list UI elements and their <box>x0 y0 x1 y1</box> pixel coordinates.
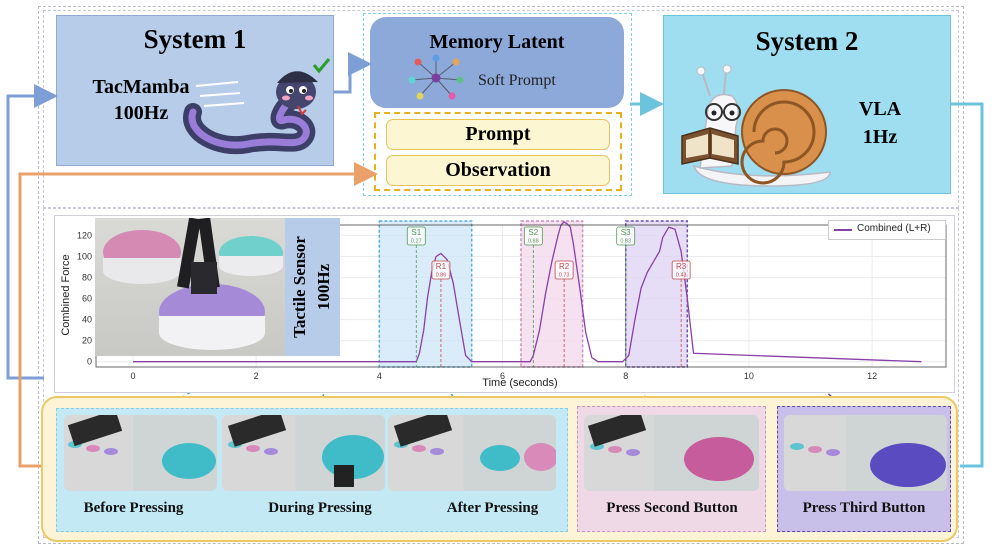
chart-xlabel: Time (seconds) <box>440 377 600 389</box>
frame-during-pressing <box>222 415 385 491</box>
frame-before-pressing <box>64 415 217 491</box>
y-tick-label: 120 <box>77 231 92 241</box>
x-tick-label: 12 <box>867 371 877 381</box>
frame-after-pressing <box>388 415 556 491</box>
x-tick-label: 0 <box>130 371 135 381</box>
marker-label: R2 <box>559 262 570 271</box>
caption-after-pressing: After Pressing <box>425 500 560 517</box>
frame-press-second-button <box>584 415 759 491</box>
chart-ylabel: Combined Force <box>60 245 72 345</box>
marker-label: S3 <box>621 228 631 237</box>
tactile-sensor-title: Tactile Sensor <box>288 217 312 357</box>
tactile-sensor-label: Tactile Sensor 100Hz <box>288 217 338 357</box>
marker-value: 0.73 <box>559 273 570 279</box>
marker-value: 0.88 <box>528 239 539 245</box>
y-tick-label: 20 <box>82 336 92 346</box>
marker-label: R1 <box>436 262 447 271</box>
marker-label: S1 <box>411 228 421 237</box>
caption-press-third-button: Press Third Button <box>778 500 950 517</box>
robot-button-photo <box>95 218 285 356</box>
caption-before-pressing: Before Pressing <box>62 500 205 517</box>
x-tick-label: 8 <box>623 371 628 381</box>
y-tick-label: 80 <box>82 273 92 283</box>
frame-press-third-button <box>784 415 947 491</box>
y-tick-label: 40 <box>82 315 92 325</box>
y-tick-label: 0 <box>87 357 92 367</box>
y-tick-label: 100 <box>77 252 92 262</box>
marker-value: 0.27 <box>411 239 422 245</box>
caption-press-second-button: Press Second Button <box>578 500 766 517</box>
marker-label: S2 <box>528 228 538 237</box>
y-tick-label: 60 <box>82 294 92 304</box>
marker-value: 0.43 <box>676 273 687 279</box>
x-tick-label: 2 <box>254 371 259 381</box>
caption-during-pressing: During Pressing <box>246 500 394 517</box>
x-tick-label: 4 <box>377 371 382 381</box>
marker-value: 0.83 <box>620 239 631 245</box>
x-tick-label: 10 <box>744 371 754 381</box>
legend-label: Combined (L+R) <box>857 223 931 234</box>
marker-label: R3 <box>676 262 687 271</box>
tactile-sensor-rate: 100Hz <box>312 217 336 357</box>
marker-value: 0.86 <box>436 273 447 279</box>
legend-swatch <box>834 229 852 231</box>
